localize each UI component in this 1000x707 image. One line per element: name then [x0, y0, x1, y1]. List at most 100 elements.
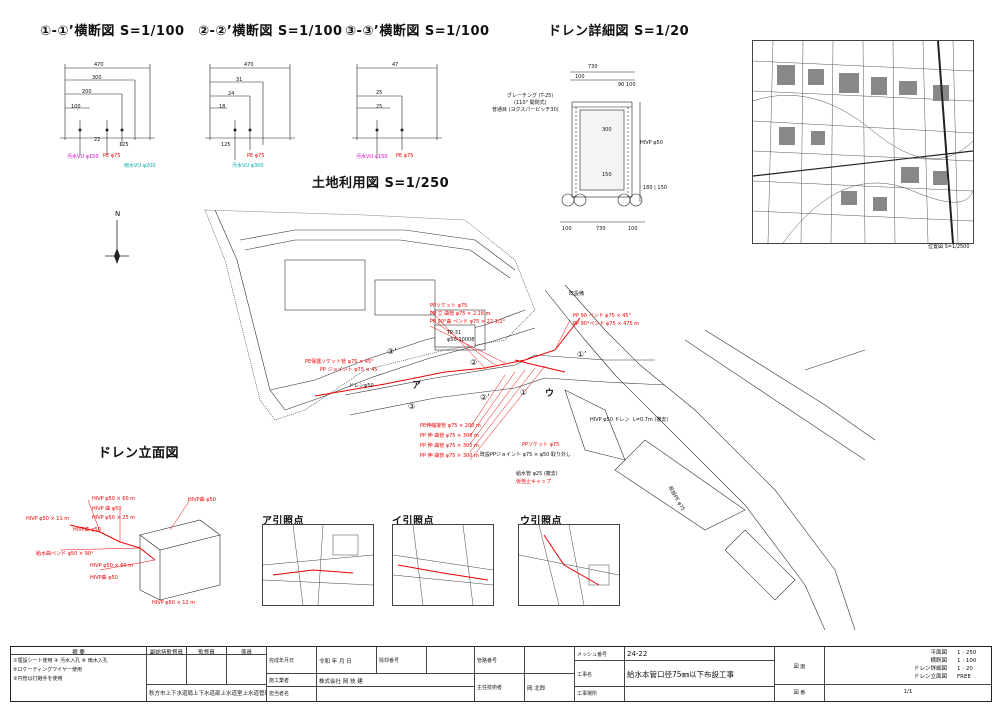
section-point: ③ [408, 402, 416, 411]
section1-title: ①-①’横断図 S=1/100 [40, 24, 185, 39]
callout: PP 伸 曲管 φ75 × 300 m [420, 433, 479, 439]
section3-drawing [352, 64, 442, 155]
scale-value: 1 : 20 [957, 666, 973, 672]
place-label: 工事場所 [575, 687, 625, 701]
note-item: ①埋設シート使用 ④ 汚水入孔 ⑥ 雨水入孔 [13, 658, 108, 664]
stamp-box [187, 655, 227, 685]
section-point: ②’ [480, 393, 490, 402]
head-sub-supervisor: 副総括監督員 [147, 647, 187, 655]
section-point: ① [520, 388, 528, 397]
s3-dim: 47 [392, 62, 399, 68]
ref-u-title: ウ引照点 [520, 516, 562, 527]
s3-pipe-label: PE φ75 [396, 153, 414, 159]
drain-dim: 730 [588, 64, 598, 70]
scale-name: ドレン詳細図 [913, 666, 947, 672]
scale-row: 横断図 1 : 100 [829, 657, 987, 665]
callout: PPソケット φ75 [522, 442, 560, 448]
map-label: ドレンφ50 [349, 383, 374, 389]
ref-a-inset [262, 524, 374, 606]
head-supervisor: 監督員 [187, 647, 227, 655]
place-value [625, 687, 775, 701]
s1-dim: 22 [94, 137, 101, 143]
note-item: ③円管は打継手を使用 [13, 676, 63, 682]
grating-label: グレーチング (T-25) [507, 93, 554, 99]
drain-dim: 730 [596, 226, 606, 232]
work-value: 給水本管口径75㎜以下布設工事 [625, 661, 775, 687]
drain-dim: 100 [562, 226, 572, 232]
section3-title: ③-③’横断図 S=1/100 [345, 24, 490, 39]
s3-dim: 25 [376, 90, 383, 96]
drain-dim: 300 [602, 127, 612, 133]
elev-label: HIVP曲 φ50 [73, 527, 101, 533]
ref-a-title: ア引照点 [262, 516, 304, 527]
stamp-box [227, 655, 267, 685]
section1-drawing [60, 64, 155, 155]
drain-dim: 150 [602, 172, 612, 178]
land-use-map [204, 209, 876, 631]
map-label: TP-31 [447, 330, 462, 336]
work-label: 工事名 [575, 661, 625, 687]
notes: ①埋設シート使用 ④ 汚水入孔 ⑥ 雨水入孔 ⑤ロケーティングワイヤー使用 ③円… [11, 655, 147, 701]
s2-pipe-label: PE φ75 [247, 153, 265, 159]
scale-name: 平面図 [930, 650, 947, 656]
s1-dim: 100 [71, 104, 81, 110]
drain-elevation-title: ドレン立面図 [98, 446, 180, 461]
ref-point-u: ウ [545, 389, 555, 399]
callout: PP ジョイント φ75 × 45 [320, 367, 378, 373]
drain-pipe-label: HIVP φ50 [640, 140, 663, 146]
section2-drawing [205, 64, 295, 160]
manager-label: 主任技術者 [475, 674, 525, 701]
s2-pipe-label: 汚水VU φ300 [232, 163, 264, 169]
stamp-box [147, 655, 187, 685]
callout: PP 伸 曲管 φ75 × 300 m [420, 443, 479, 449]
s3-dim: 25 [376, 104, 383, 110]
elev-label: HIVP φ50 × 11 m [26, 516, 70, 522]
section2-title: ②-②’横断図 S=1/100 [198, 24, 343, 39]
notes-header: 摘 要 [11, 647, 147, 655]
elev-label: HIVP φ50 × 12 m [152, 600, 196, 606]
elev-label: HIVP φ50 × 60 m [90, 563, 134, 569]
north-arrow-icon [105, 220, 129, 264]
mgmt-value [525, 647, 575, 674]
name-label: 図 番 [775, 685, 825, 701]
elev-label: HIVP曲 φ50 [188, 497, 216, 503]
s1-pipe-label: PE φ75 [103, 153, 121, 159]
mgmt-label: 管路番号 [475, 647, 525, 674]
scale-value: FREE [957, 674, 971, 680]
ref-i-title: イ引照点 [392, 516, 434, 527]
s1-dim: 300 [92, 75, 102, 81]
sheet-number: 1/1 [903, 689, 913, 695]
key-map-caption: 位置図 S=1/2500 [928, 244, 970, 250]
completion-value: 令和 年 月 日 [317, 647, 377, 674]
elev-label: HIVP φ50 × 25 m [92, 515, 136, 521]
map-label: φ50-10008 [447, 337, 475, 343]
scale-value: 1 : 100 [957, 658, 977, 664]
s2-dim: 470 [244, 62, 254, 68]
callout: 既設PPジョイント φ75 × φ50 取り外し [480, 452, 571, 458]
contractor-label: 施工業者 [267, 674, 317, 687]
elev-label: 給水曲ペンド φ50 × 90° [36, 551, 94, 557]
s1-pipe-label: 雨水VU φ200 [124, 163, 156, 169]
s2-dim: 24 [228, 91, 235, 97]
drain-dim: 100 [575, 74, 585, 80]
reg-label: 除却番号 [377, 647, 427, 674]
callout: PPソケット φ75 [430, 303, 468, 309]
ref-u-inset [518, 524, 620, 606]
elev-label: HIVP 曲 φ50 [92, 506, 122, 512]
elev-label: HIVP φ50 × 60 m [92, 496, 136, 502]
scale-row: ドレン詳細図 1 : 20 [829, 665, 987, 673]
s3-pipe-label: 汚水VU φ150 [356, 154, 388, 160]
s2-dim: 31 [236, 77, 243, 83]
ref-point-a: ア [412, 381, 422, 391]
scale-name: 横断図 [930, 658, 947, 664]
note-item: ⑤ロケーティングワイヤー使用 [13, 667, 83, 673]
key-map [752, 40, 974, 244]
callout: PP 90°ペンド φ75 × 475 m [573, 321, 640, 327]
drain-detail-title: ドレン詳細図 S=1/20 [548, 24, 690, 39]
section-point: ② [470, 358, 478, 367]
drain-right-dim: 180 | 150 [643, 185, 667, 191]
north-label: N [115, 210, 121, 218]
scale-name: ドレン立面図 [913, 674, 947, 680]
